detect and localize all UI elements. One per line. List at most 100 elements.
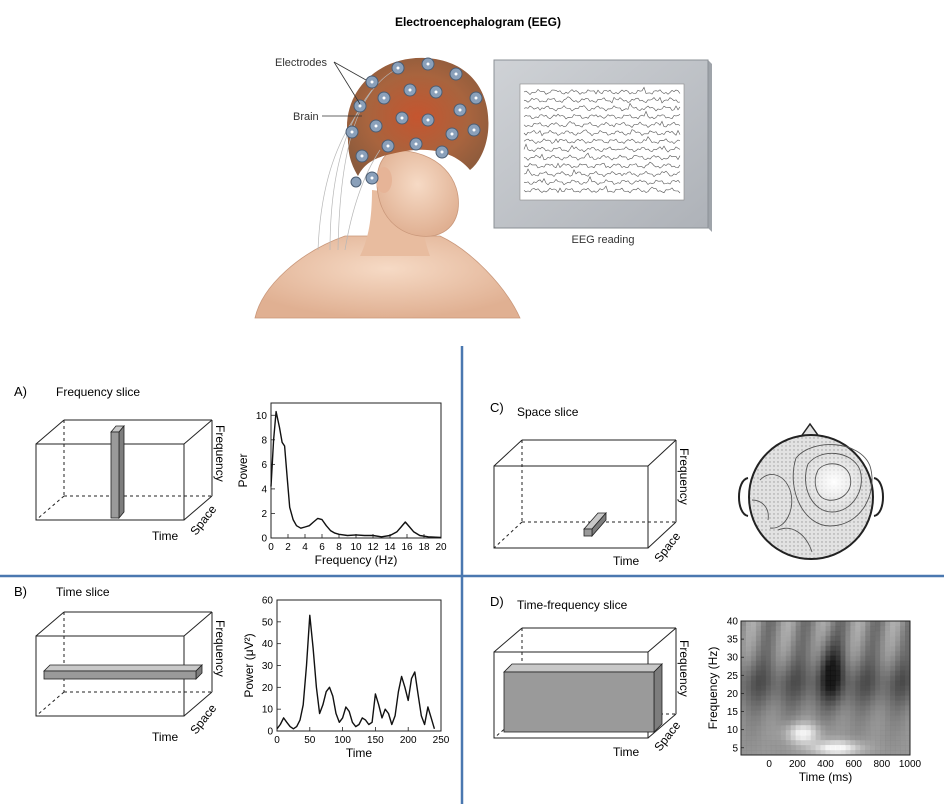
heatmap-cell — [880, 685, 886, 691]
leader-electrodes — [333, 61, 367, 81]
heatmap-cell — [840, 621, 846, 627]
heatmap-cell — [845, 705, 851, 711]
electrodes — [345, 57, 483, 188]
heatmap-cell — [770, 740, 777, 746]
heatmap-cell — [820, 690, 826, 696]
heatmap-cell — [800, 745, 807, 751]
heatmap-cell — [850, 710, 856, 716]
heatmap-cell — [775, 680, 782, 687]
panel-a-letter: A) — [14, 384, 27, 399]
heatmap-cell — [820, 715, 826, 721]
heatmap-cell — [750, 660, 757, 667]
heatmap-cell — [870, 640, 876, 647]
heatmap-cell — [890, 700, 896, 706]
heatmap-cell — [855, 621, 861, 627]
heatmap-cell — [830, 715, 836, 721]
heatmap-cell — [815, 655, 822, 662]
heatmap-cell — [850, 665, 856, 672]
heatmap-cell — [865, 685, 871, 691]
heatmap-cell — [900, 640, 906, 647]
heatmap-cell — [870, 675, 876, 682]
heatmap-cell — [755, 635, 762, 642]
heatmap-cell — [780, 640, 787, 647]
heatmap-cell — [765, 655, 772, 662]
heatmap-cell — [820, 640, 826, 647]
panel-a-label-space: Space — [187, 502, 219, 538]
heatmap-cell — [760, 750, 767, 756]
heatmap-cell — [840, 700, 846, 706]
heatmap-cell — [830, 700, 836, 706]
heatmap-cell — [810, 655, 817, 662]
heatmap-cell — [770, 621, 777, 627]
heatmap-cell — [905, 665, 911, 672]
heatmap-cell — [820, 621, 826, 627]
x-tick-label: 2 — [285, 542, 291, 553]
heatmap-cell — [741, 695, 747, 701]
heatmap-cell — [885, 730, 891, 736]
heatmap-cell — [785, 705, 792, 711]
heatmap-cell — [741, 750, 747, 756]
heatmap-cell — [741, 665, 747, 672]
heatmap-cell — [810, 715, 817, 721]
heatmap-cell — [805, 735, 812, 741]
heatmap-cell — [795, 665, 802, 672]
heatmap-cell — [820, 740, 826, 746]
x-tick-label: 250 — [433, 735, 450, 746]
heatmap-cell — [785, 730, 792, 736]
heatmap-cell — [865, 735, 871, 741]
panel-b-cube — [35, 611, 213, 717]
heatmap-cell — [825, 730, 831, 736]
heatmap-cell — [850, 725, 856, 731]
heatmap-cell — [900, 690, 906, 696]
heatmap-cell — [785, 735, 792, 741]
heatmap-cell — [770, 690, 777, 696]
heatmap-cell — [770, 750, 777, 756]
heatmap-cell — [865, 621, 871, 627]
heatmap-cell — [770, 730, 777, 736]
heatmap-cell — [741, 725, 747, 731]
heatmap-cell — [790, 740, 797, 746]
heatmap-cell — [875, 695, 881, 701]
heatmap-cell — [900, 705, 906, 711]
heatmap-cell — [745, 740, 752, 746]
heatmap-cell — [900, 630, 906, 637]
heatmap-cell — [815, 670, 822, 677]
panel-a-cube — [35, 419, 213, 521]
heatmap-cell — [825, 725, 831, 731]
heatmap-cell — [905, 625, 911, 632]
heatmap-cell — [805, 705, 812, 711]
heatmap-cell — [885, 675, 891, 682]
heatmap-cell — [765, 735, 772, 741]
heatmap-cell — [855, 660, 861, 667]
heatmap-cell — [875, 705, 881, 711]
heatmap-cell — [750, 750, 757, 756]
heatmap-cell — [755, 715, 762, 721]
heatmap-cell — [865, 625, 871, 632]
heatmap-cell — [845, 745, 851, 751]
y-tick-label: 6 — [261, 460, 267, 471]
heatmap-cell — [880, 700, 886, 706]
heatmap-cell — [840, 725, 846, 731]
heatmap-cell — [815, 710, 822, 716]
heatmap-cell — [760, 625, 767, 632]
heatmap-cell — [780, 715, 787, 721]
heatmap-cell — [755, 665, 762, 672]
heatmap-cell — [855, 675, 861, 682]
heatmap-cell — [765, 710, 772, 716]
heatmap-cell — [860, 645, 866, 652]
heatmap-cell — [765, 665, 772, 672]
heatmap-cell — [900, 750, 906, 756]
heatmap-cell — [870, 645, 876, 652]
heatmap-cell — [905, 660, 911, 667]
heatmap-cell — [785, 725, 792, 731]
heatmap-cell — [865, 645, 871, 652]
heatmap-cell — [895, 735, 901, 741]
heatmap-cell — [860, 650, 866, 657]
heatmap-cell — [775, 715, 782, 721]
heatmap-cell — [785, 660, 792, 667]
heatmap-cell — [805, 650, 812, 657]
heatmap-cell — [745, 700, 752, 706]
heatmap-cell — [870, 680, 876, 687]
heatmap-cell — [815, 730, 822, 736]
heatmap-cell — [815, 720, 822, 726]
